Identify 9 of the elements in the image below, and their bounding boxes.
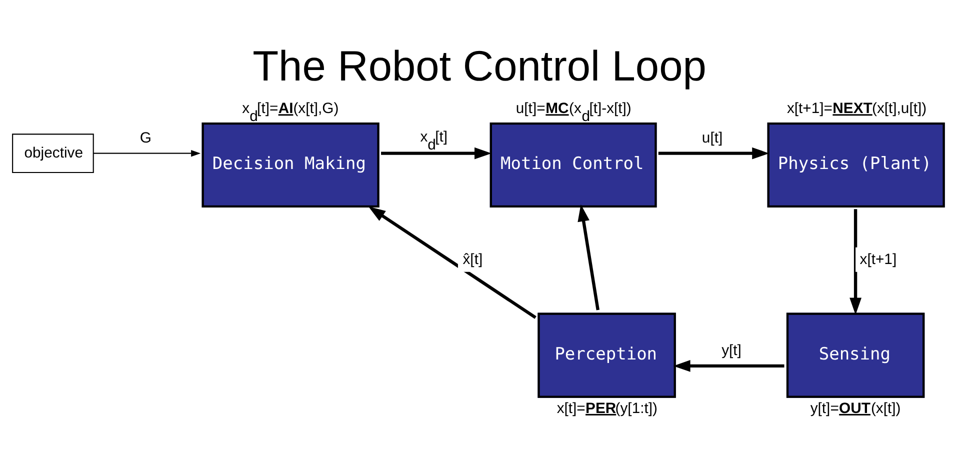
edge-label: y[t] (722, 342, 742, 359)
edge-label: u[t] (702, 130, 723, 146)
edge-label: x̂[t] (462, 252, 483, 268)
edge-label: G (140, 130, 152, 146)
node-label: y[t]=OUT(x[t]) (810, 400, 901, 417)
node-label: x[t]=PER(y[1:t]) (556, 400, 658, 417)
edge-label: x[t+1] (860, 252, 897, 268)
diagram-title: The Robot Control Loop (252, 44, 706, 91)
node-label: x[t+1]=NEXT(x[t],u[t]) (786, 101, 927, 118)
